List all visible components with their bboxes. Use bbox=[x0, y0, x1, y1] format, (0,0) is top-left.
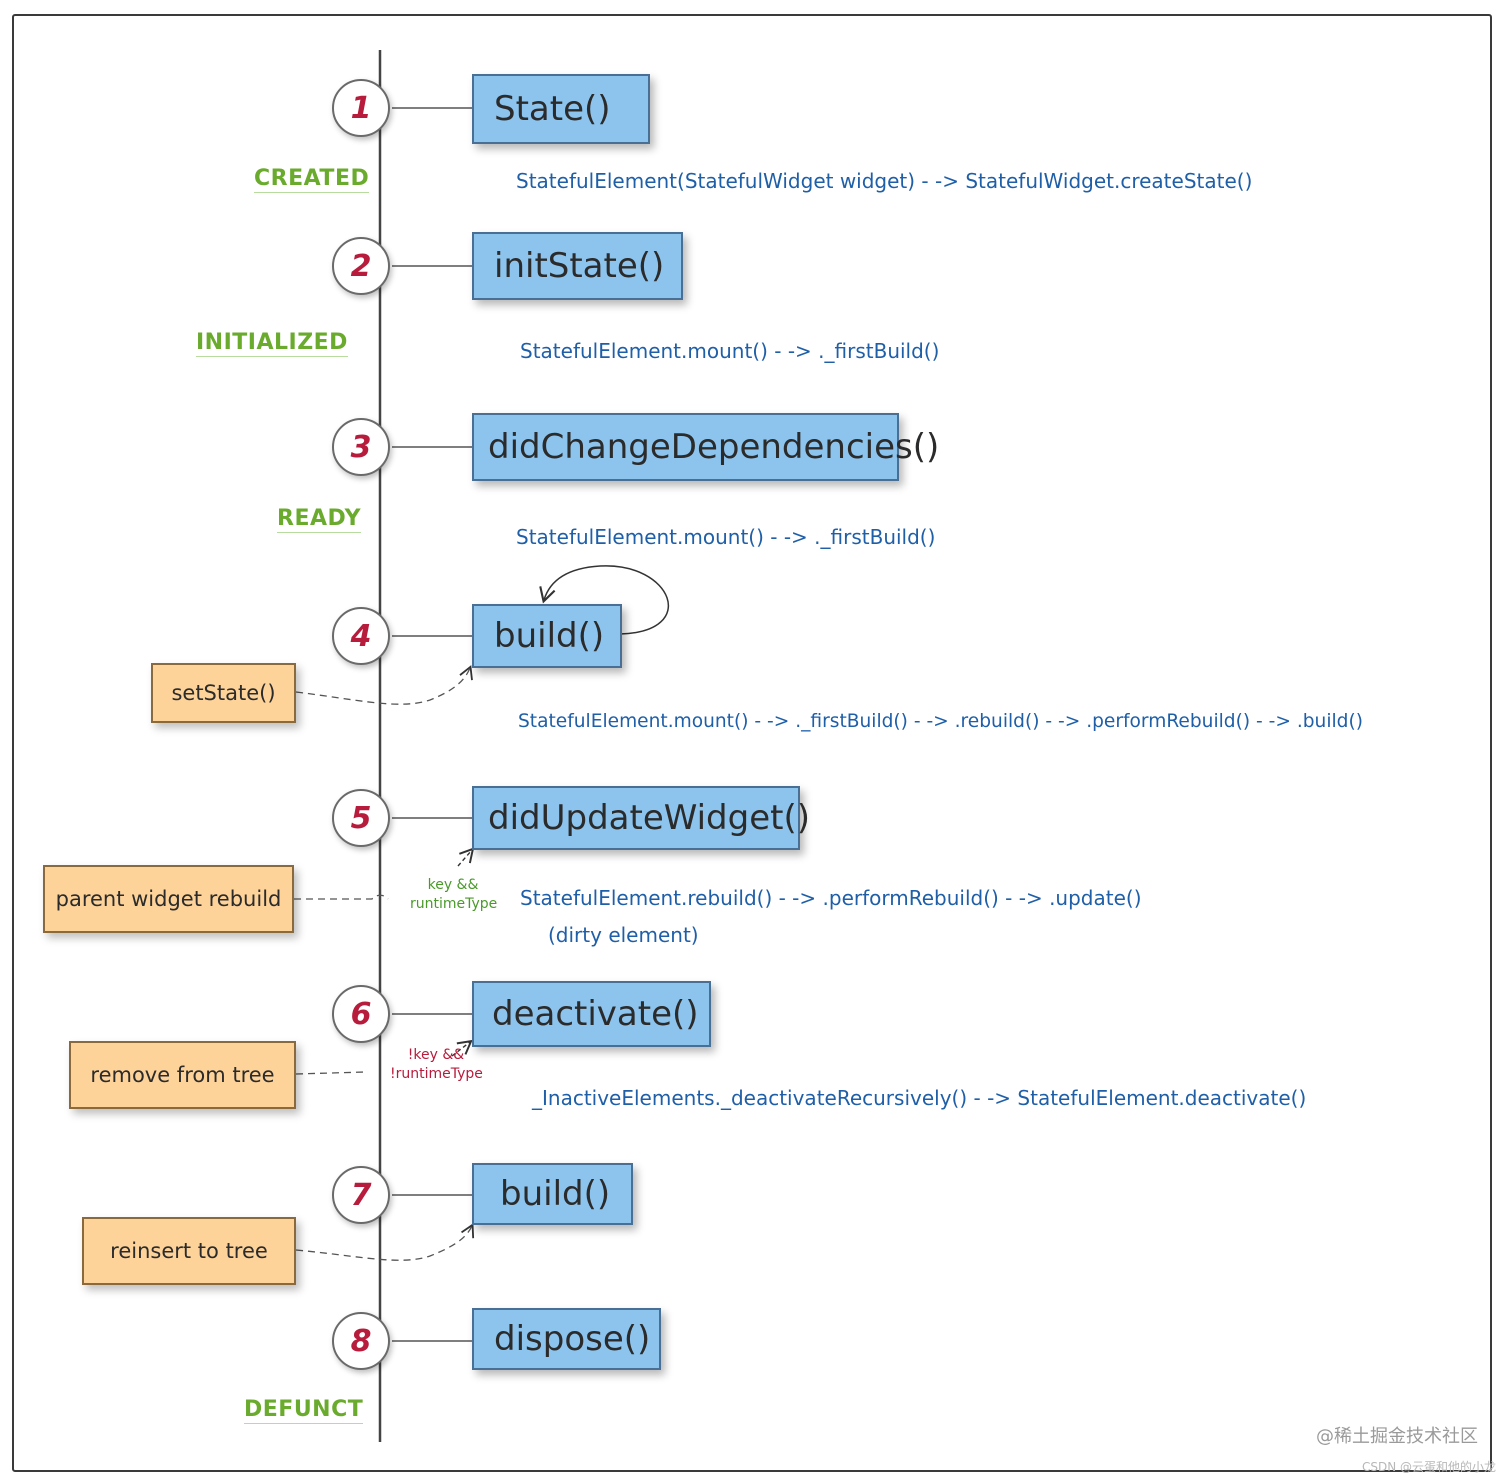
method-dispose: dispose() bbox=[472, 1308, 661, 1370]
callchain-dirty-element: (dirty element) bbox=[548, 923, 699, 947]
condition-deactivate: !key && !runtimeType bbox=[390, 1046, 483, 1084]
step-number-4: 4 bbox=[332, 607, 390, 665]
reinsert-arrow bbox=[295, 1223, 475, 1261]
condition-deactivate-line2: !runtimeType bbox=[390, 1066, 483, 1082]
watermark-juejin: @稀土掘金技术社区 bbox=[1316, 1426, 1478, 1447]
parent-rebuild-arrow bbox=[294, 894, 389, 900]
trigger-reinsert-to-tree: reinsert to tree bbox=[82, 1217, 296, 1285]
setstate-arrow bbox=[295, 665, 473, 705]
step-number-7: 7 bbox=[332, 1166, 390, 1224]
watermark-csdn: CSDN @云蛋和他的小龙 bbox=[1362, 1460, 1497, 1474]
remove-arrow bbox=[295, 1071, 367, 1075]
deactivate-condition-arrow bbox=[451, 1039, 473, 1057]
trigger-parent-widget-rebuild: parent widget rebuild bbox=[43, 865, 294, 933]
callchain-initstate: StatefulElement.mount() - -> ._firstBuil… bbox=[520, 339, 940, 363]
state-created: CREATED bbox=[254, 166, 370, 193]
callchain-deactivate: _InactiveElements._deactivateRecursively… bbox=[532, 1086, 1307, 1110]
method-didchangedependencies: didChangeDependencies() bbox=[472, 413, 939, 481]
diagram-frame bbox=[12, 14, 1492, 1472]
callchain-build: StatefulElement.mount() - -> ._firstBuil… bbox=[518, 711, 1363, 732]
step-number-3: 3 bbox=[332, 418, 390, 476]
method-deactivate: deactivate() bbox=[472, 981, 711, 1047]
step-number-5: 5 bbox=[332, 789, 390, 847]
method-initstate: initState() bbox=[472, 232, 683, 300]
build-loop-arrow bbox=[539, 565, 670, 635]
step-number-8: 8 bbox=[332, 1312, 390, 1370]
step-number-6: 6 bbox=[332, 985, 390, 1043]
callchain-didchangedependencies: StatefulElement.mount() - -> ._firstBuil… bbox=[516, 525, 936, 549]
method-state-constructor: State() bbox=[472, 74, 650, 144]
step-number-1: 1 bbox=[332, 79, 390, 137]
state-ready: READY bbox=[277, 506, 362, 533]
method-build: build() bbox=[472, 604, 622, 668]
callchain-didupdatewidget: StatefulElement.rebuild() - -> .performR… bbox=[520, 886, 1142, 910]
update-condition-arrow bbox=[457, 847, 475, 867]
condition-update-line2: runtimeType bbox=[410, 896, 498, 912]
method-didupdatewidget: didUpdateWidget() bbox=[472, 786, 810, 850]
trigger-setstate: setState() bbox=[151, 663, 296, 723]
condition-update: key && runtimeType bbox=[410, 876, 498, 914]
method-build-reinsert: build() bbox=[472, 1163, 633, 1225]
step-number-2: 2 bbox=[332, 237, 390, 295]
condition-update-line1: key && bbox=[427, 877, 479, 893]
condition-deactivate-line1: !key && bbox=[407, 1047, 465, 1063]
state-defunct: DEFUNCT bbox=[244, 1397, 364, 1424]
callchain-create-state: StatefulElement(StatefulWidget widget) -… bbox=[516, 169, 1253, 193]
state-initialized: INITIALIZED bbox=[196, 330, 348, 357]
trigger-remove-from-tree: remove from tree bbox=[69, 1041, 296, 1109]
